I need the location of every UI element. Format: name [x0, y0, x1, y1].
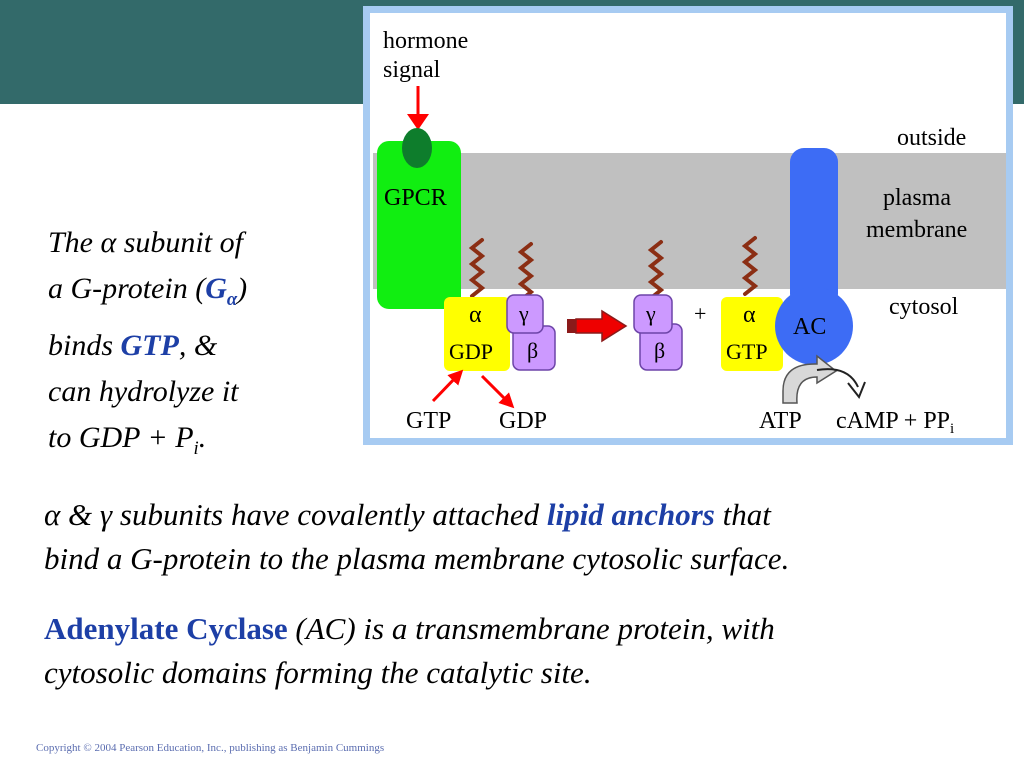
gdp-label-bound: GDP [449, 339, 493, 364]
ac-label: AC [793, 314, 826, 340]
adenylate-cyclase-stalk [790, 148, 838, 308]
gamma-subunit-1 [506, 294, 544, 334]
para1-line-1: α & γ subunits have covalently attached … [44, 497, 771, 532]
beta-label-1: β [527, 338, 538, 363]
lipid-anchor-alpha-2 [741, 236, 759, 296]
alpha-subunit-gtp [721, 297, 783, 371]
left-text-line-3: binds GTP, & [48, 329, 218, 362]
lipid-anchor-alpha-1 [468, 238, 486, 298]
g-alpha-term: Gα [205, 272, 238, 310]
gpcr-label: GPCR [384, 185, 447, 211]
gtp-label-bound: GTP [726, 339, 768, 364]
gpcr-receptor [377, 141, 461, 309]
gdp-free-label: GDP [499, 408, 547, 434]
plasma-membrane-band [373, 153, 1006, 289]
cytosol-label: cytosol [889, 294, 959, 320]
gamma-subunit-2 [633, 294, 673, 334]
diagram-canvas: hormone signal GPCR outside plasma membr… [373, 28, 1006, 437]
alpha-label-2: α [743, 302, 756, 328]
outside-label: outside [897, 125, 966, 151]
lipid-anchor-gamma-1 [517, 242, 535, 302]
g-protein-description: The α subunit of a G-protein (Gα) binds … [48, 220, 348, 472]
left-text-line-1: The α subunit of [48, 226, 243, 259]
alpha-symbol: α [100, 226, 117, 259]
beta-label-2: β [654, 338, 665, 363]
camp-release-arrow-head [847, 381, 866, 399]
alpha-label-1: α [469, 302, 482, 328]
g-protein-diagram: hormone signal GPCR outside plasma membr… [363, 6, 1013, 445]
lipid-anchor-gamma-2 [647, 240, 665, 300]
atp-label: ATP [759, 408, 802, 434]
hormone-arrow-head [407, 114, 429, 130]
adenylate-cyclase-catalytic-domain [775, 287, 853, 365]
para2-line-2: cytosolic domains forming the catalytic … [44, 655, 592, 690]
camp-release-arrow [816, 368, 859, 388]
transition-arrow [575, 309, 628, 343]
plasma-label: plasma [883, 185, 951, 211]
atp-conversion-arrow [782, 354, 838, 404]
lipid-anchors-term: lipid anchors [546, 497, 715, 532]
plus-label: + [694, 301, 706, 326]
gtp-term: GTP [120, 329, 179, 362]
gtp-free-label: GTP [406, 408, 451, 434]
membrane-label: membrane [866, 217, 967, 243]
signal-label: signal [383, 57, 441, 83]
gtp-in-arrow [431, 369, 464, 403]
camp-label: cAMP + PPi [836, 408, 954, 437]
adenylate-cyclase-paragraph: Adenylate Cyclase (AC) is a transmembran… [44, 607, 1014, 695]
para1-line-2: bind a G-protein to the plasma membrane … [44, 541, 790, 576]
copyright-notice: Copyright © 2004 Pearson Education, Inc.… [36, 742, 385, 754]
hormone-binding-site [402, 128, 432, 168]
gamma-label-2: γ [645, 301, 656, 326]
left-text-line-4: can hydrolyze it [48, 375, 239, 408]
left-text-line-2: a G-protein (Gα) [48, 272, 248, 310]
hormone-label: hormone [383, 28, 468, 54]
gamma-label-1: γ [518, 301, 529, 326]
adenylate-cyclase-term: Adenylate Cyclase [44, 611, 288, 646]
lipid-anchors [468, 236, 759, 302]
gdp-out-arrow [480, 374, 515, 409]
left-text-line-5: to GDP + Pi. [48, 421, 207, 459]
para2-line-1: Adenylate Cyclase (AC) is a transmembran… [44, 611, 775, 646]
alpha-subunit-gdp [444, 297, 510, 371]
lipid-anchor-paragraph: α & γ subunits have covalently attached … [44, 493, 1014, 581]
